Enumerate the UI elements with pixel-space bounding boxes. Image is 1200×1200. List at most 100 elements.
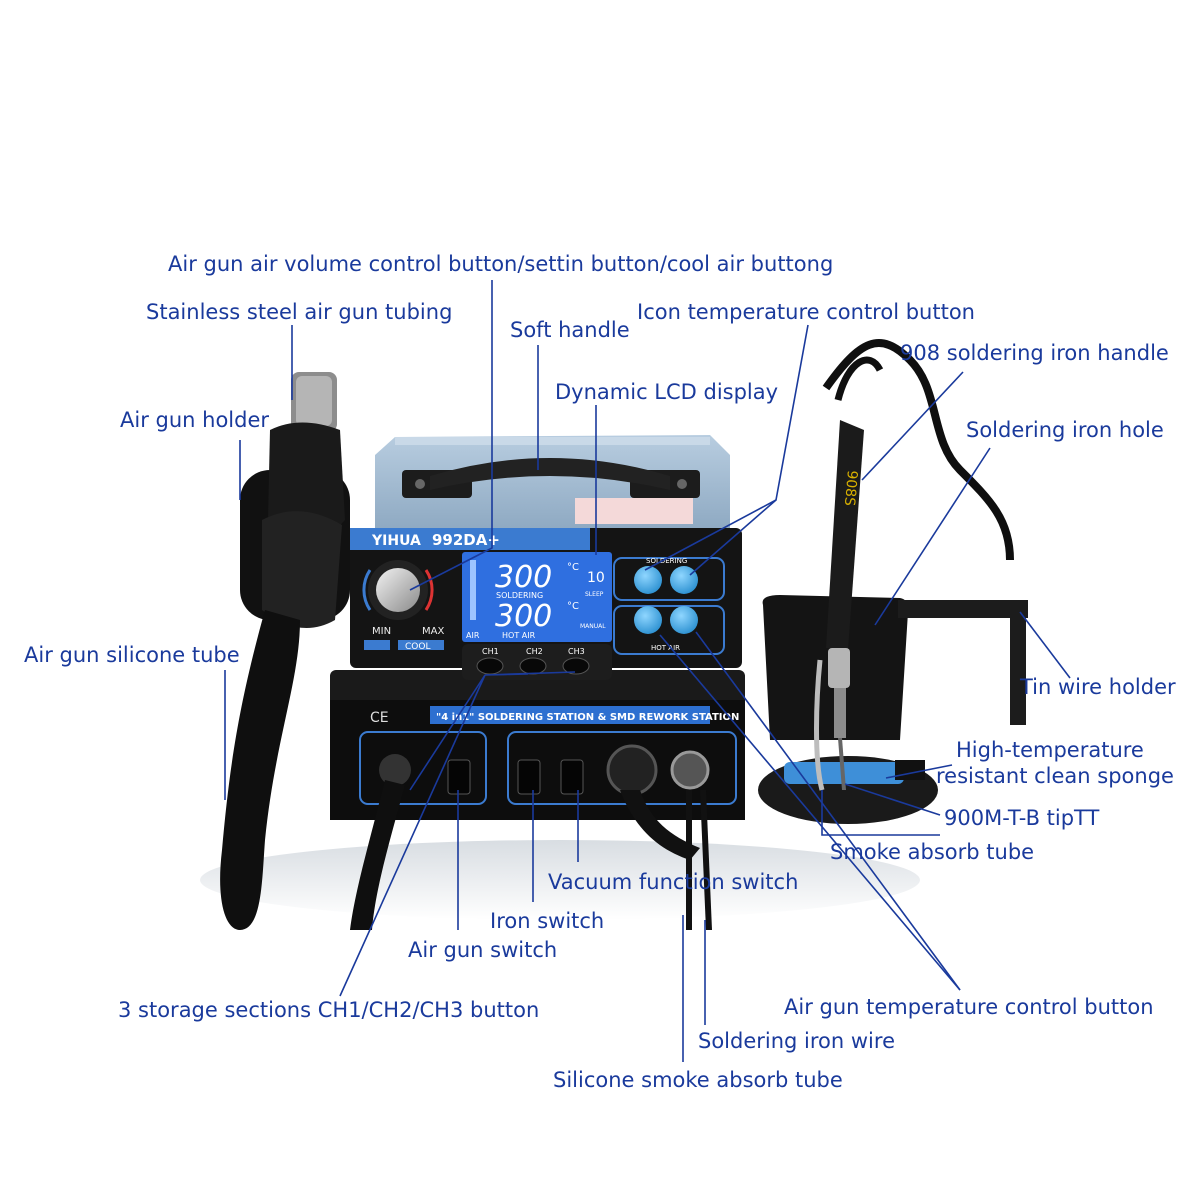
ch3-label: CH3 [568,647,585,656]
label-storage-sections: 3 storage sections CH1/CH2/CH3 button [118,998,540,1022]
silicone-smoke-tube [700,790,712,930]
soft-handle [402,458,700,498]
label-silicone-tube: Air gun silicone tube [24,643,240,667]
label-tip: 900M-T-B tipTT [944,806,1100,830]
iron-handle-908 [826,420,864,650]
smoke-hose [620,790,700,860]
model-text: 992DA+ [432,531,500,549]
knob-max-label: MAX [422,626,444,637]
label-iron-hole: Soldering iron hole [966,418,1164,442]
label-smoke-absorb-tube: Smoke absorb tube [830,840,1035,864]
leader-storage-ch1 [339,674,486,997]
channel-buttons: CH1 CH2 CH3 [462,644,612,680]
label-sponge-line1: High-temperature [956,738,1144,762]
leader-icon-temp-2 [689,499,777,576]
lcd-soldering-temp: 300 [495,560,552,595]
gun-switch-box [359,731,487,805]
cool-air-button-star[interactable] [364,640,390,650]
label-tin-wire-holder: Tin wire holder [1020,675,1176,699]
iron-switch-box [507,731,737,805]
lcd-top-unit: °C [567,562,579,573]
lcd-soldering-label: SOLDERING [496,591,543,600]
label-soft-handle: Soft handle [510,318,630,342]
gun-connector [379,754,411,786]
leader-gun-temp-2 [695,631,961,991]
tin-wire-holder [898,600,1028,618]
iron-connector [670,750,710,790]
lcd-sleep-label: SLEEP [585,591,604,598]
lcd-display: 300 °C 10 SOLDERING SLEEP 300 °C MANUAL … [462,552,612,642]
hot-air-group-label: HOT AIR [651,644,680,652]
lcd-sleep-value: 10 [587,570,605,586]
label-908-handle: 908 soldering iron handle [900,341,1169,365]
label-icon-temp-button: Icon temperature control button [637,300,975,324]
lcd-air-label: AIR [466,631,480,640]
ch3-button[interactable] [562,657,590,675]
label-air-gun-switch: Air gun switch [408,938,558,962]
air-volume-knob: MIN MAX COOL [362,560,444,652]
label-lcd-display: Dynamic LCD display [555,380,779,404]
banner-stripe [430,706,710,724]
leader-smoke-tube [821,790,940,836]
leader-tin-holder [1019,611,1071,679]
knob-min-label: MIN [372,626,391,637]
ch2-label: CH2 [526,647,543,656]
leader-gun-temp-1 [659,634,961,991]
smoke-port [606,744,658,796]
iron-temp-down-button[interactable] [634,566,662,594]
iron-wire [686,790,692,930]
iron-switch[interactable] [517,759,541,795]
ch1-button[interactable] [476,657,504,675]
brand-text: YIHUA [371,533,421,549]
air-gun-body [268,422,345,540]
air-gun-switch[interactable] [447,759,471,795]
leader-tip [844,783,941,816]
ch1-label: CH1 [482,647,499,656]
label-sponge-line2: resistant clean sponge [936,764,1174,788]
iron-model-text: 908S [841,470,860,507]
soldering-group-label: SOLDERING [646,557,687,565]
temperature-buttons: SOLDERING HOT AIR [613,557,725,655]
iron-sleeve [828,648,850,688]
lcd-hot-air-temp: 300 [495,599,552,634]
knob-cap[interactable] [376,568,420,612]
label-air-gun-temp-button: Air gun temperature control button [784,995,1154,1019]
cool-air-button[interactable] [398,640,444,650]
leader-908-handle [861,371,964,481]
lcd-hot-air-label: HOT AIR [502,631,536,640]
gun-temp-down-button[interactable] [634,606,662,634]
label-air-volume-control: Air gun air volume control button/settin… [168,252,834,276]
leader-lines [224,280,1071,1062]
label-air-gun-holder: Air gun holder [120,408,270,432]
leader-iron-hole [874,447,991,626]
station-body: YIHUA 992DA+ "4 in1" SOLDERING STATION &… [330,435,745,820]
lcd-manual-label: MANUAL [580,623,606,630]
brand-stripe [350,528,590,550]
leader-sponge [885,764,953,779]
iron-stand [758,595,1028,824]
label-iron-wire: Soldering iron wire [698,1029,895,1053]
label-vacuum-switch: Vacuum function switch [548,870,799,894]
label-silicone-smoke-tube: Silicone smoke absorb tube [553,1068,843,1092]
vacuum-switch[interactable] [560,759,584,795]
banner-text: "4 in1" SOLDERING STATION & SMD REWORK S… [436,712,739,723]
cool-label: COOL [405,642,430,652]
leader-air-volume [409,280,493,591]
front-gun-cable [350,780,405,930]
label-steel-tubing: Stainless steel air gun tubing [146,300,453,324]
label-iron-switch: Iron switch [490,909,605,933]
smoke-absorb-tube-metal [814,659,825,791]
iron-temp-up-button[interactable] [670,566,698,594]
lcd-bottom-unit: °C [567,601,579,612]
ce-mark: CE [370,710,389,726]
ch2-button[interactable] [519,657,547,675]
sponge-tray [895,760,925,780]
air-gun [220,372,350,930]
leader-storage-branches [409,671,576,791]
soldering-iron: 908S [814,339,1014,791]
air-gun-silicone-tube [220,610,300,930]
iron-tip [838,738,846,790]
gun-temp-up-button[interactable] [670,606,698,634]
